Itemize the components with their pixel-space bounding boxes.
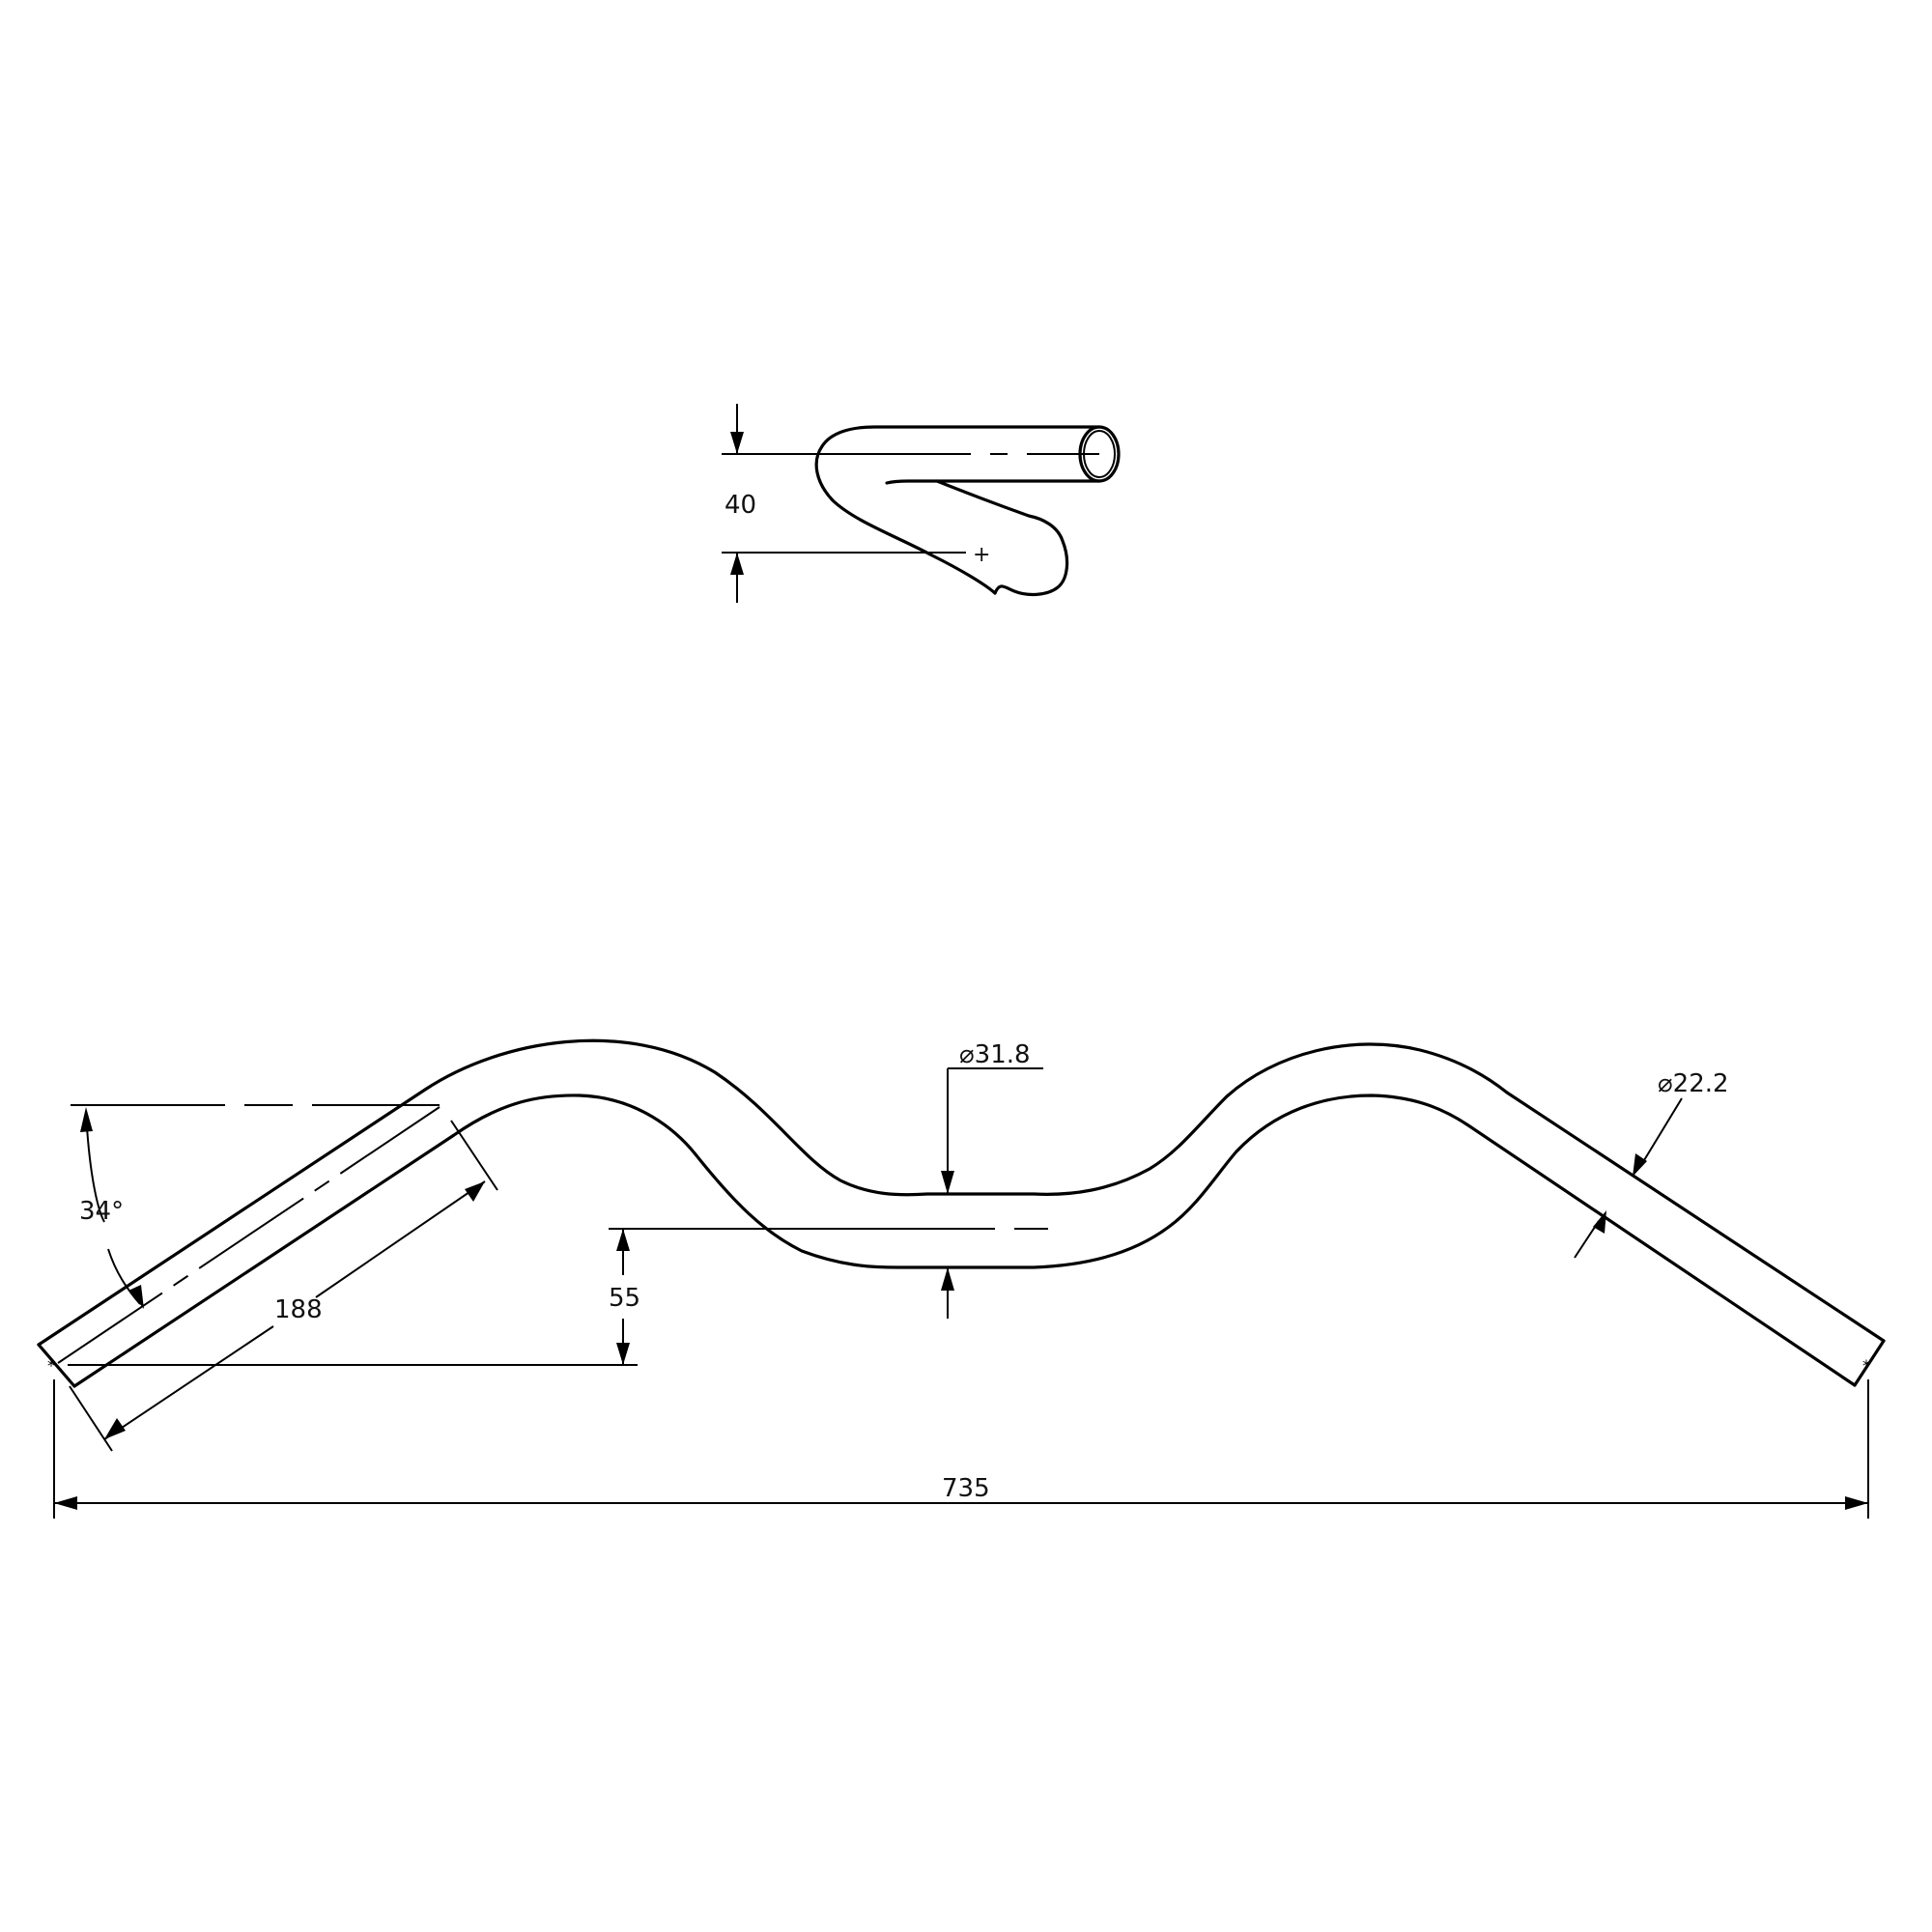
dim-188-arrow-left-icon (104, 1418, 126, 1439)
bar-upper-edge (37, 1038, 1886, 1347)
bar-lower-edge (72, 1094, 1857, 1388)
top-view: 40 + (722, 404, 1121, 603)
tube-outline-upper (814, 425, 1101, 595)
dim-188-leader-left (103, 1325, 274, 1440)
dim-188-extension-left (69, 1385, 113, 1452)
tube-end-inner (1083, 430, 1116, 478)
tube-outline-lower (885, 479, 1101, 485)
dim-735-arrow-left-icon (54, 1496, 77, 1510)
front-view: * * 34° 188 55 ⌀31.8 (37, 1038, 1886, 1519)
dim-22-2-label: ⌀22.2 (1658, 1069, 1729, 1098)
center-mark-icon: + (973, 543, 990, 567)
dim-55-label: 55 (609, 1284, 640, 1313)
bar-right-end (1853, 1339, 1886, 1387)
tube-end-outer (1078, 425, 1121, 483)
angle-label: 34° (79, 1197, 124, 1226)
dim-188-extension-right (450, 1120, 498, 1191)
tube-end-profile (935, 479, 1069, 597)
angle-arrow-top-icon (80, 1107, 93, 1132)
dim-31-8-arrow-top-icon (941, 1171, 954, 1194)
dim-22-2-arrow-bottom-icon (1593, 1210, 1606, 1234)
dim-22-2-leader-top (1640, 1097, 1683, 1166)
bar-left-end (37, 1343, 76, 1388)
dim-40-label: 40 (724, 491, 756, 520)
dim-31-8-arrow-bottom-icon (941, 1267, 954, 1291)
dim-188-arrow-right-icon (465, 1181, 485, 1202)
dim-40-upper-arrow-icon (730, 432, 744, 454)
left-endpoint-marker-icon: * (47, 1356, 55, 1375)
dim-31-8-label: ⌀31.8 (959, 1040, 1031, 1069)
dim-735-arrow-right-icon (1845, 1496, 1868, 1510)
dim-188-label: 188 (274, 1295, 323, 1324)
dim-55-arrow-bottom-icon (616, 1343, 630, 1365)
dim-735-label: 735 (942, 1474, 990, 1503)
dim-40-lower-arrow-icon (730, 553, 744, 575)
dim-188-leader-right (315, 1180, 486, 1298)
left-section-centerline (57, 1106, 440, 1364)
dim-55-arrow-top-icon (616, 1229, 630, 1251)
right-endpoint-marker-icon: * (1862, 1356, 1870, 1375)
dim-22-2-arrow-top-icon (1633, 1153, 1647, 1177)
angle-arrow-bottom-icon (128, 1285, 144, 1309)
